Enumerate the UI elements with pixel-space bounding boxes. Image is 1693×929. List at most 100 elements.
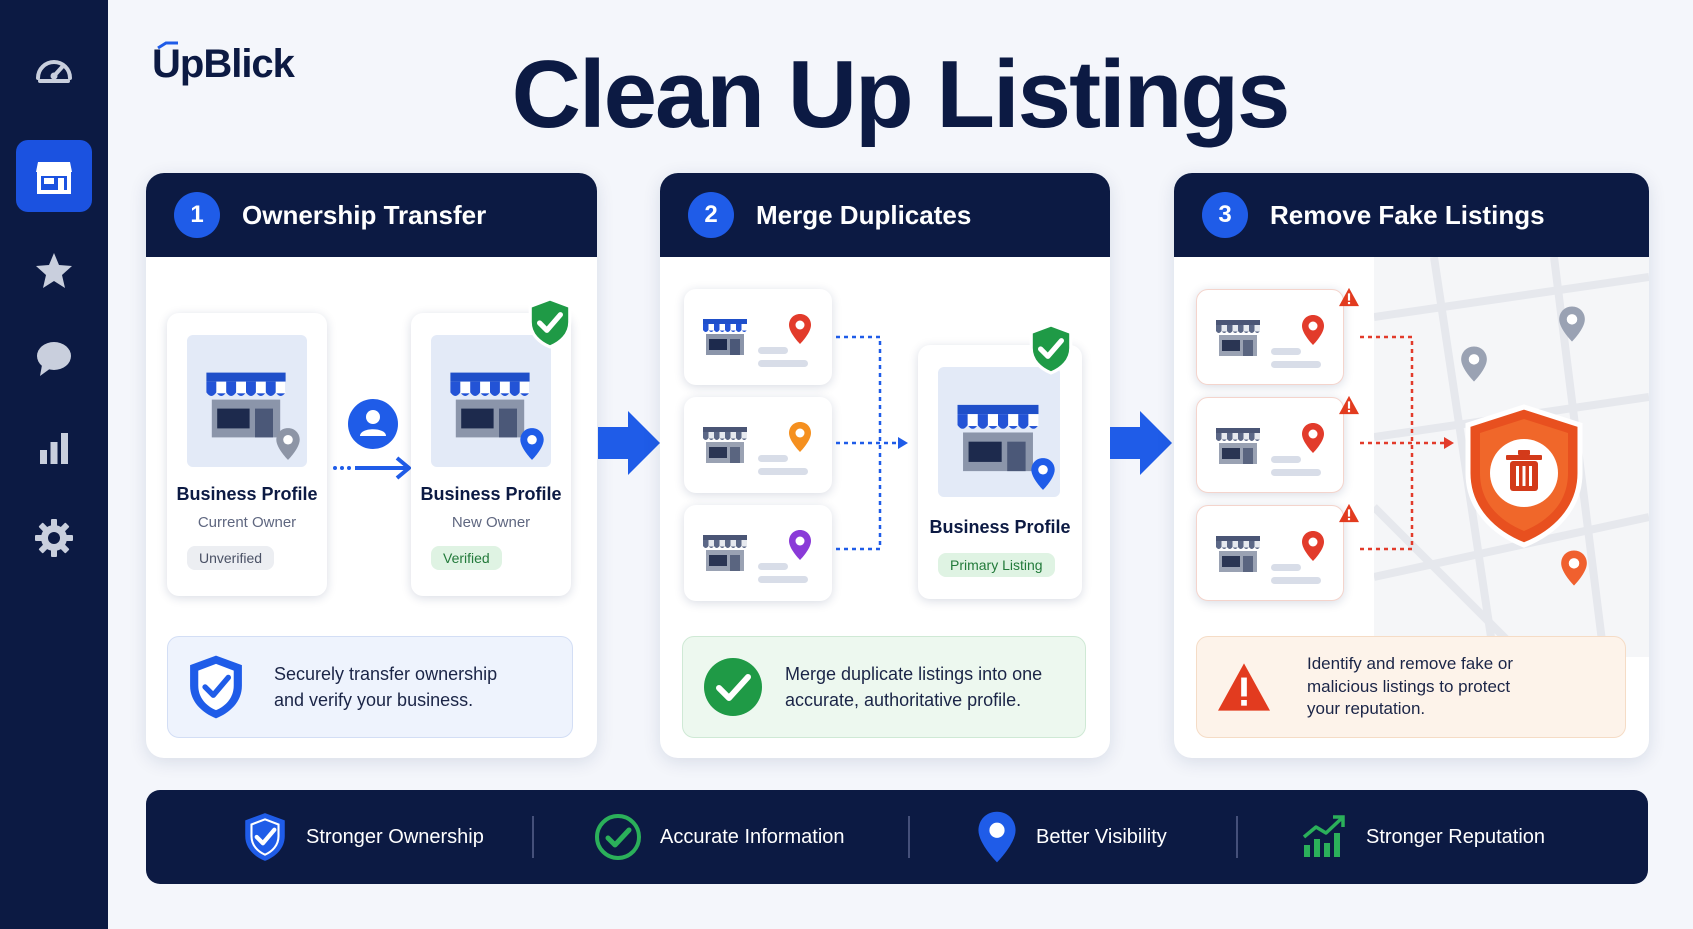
location-pin-icon: [976, 810, 1018, 864]
divider: [908, 816, 910, 858]
location-pin-icon: [1301, 530, 1325, 562]
benefit-label: Accurate Information: [660, 825, 845, 848]
primary-listing-card[interactable]: Business Profile Primary Listing: [918, 345, 1082, 599]
benefit-accurate-information: Accurate Information: [594, 790, 845, 884]
step-number: 3: [1202, 192, 1248, 238]
placeholder-line: [1271, 456, 1301, 463]
storefront-icon: [1213, 316, 1263, 360]
storefront-icon: [36, 162, 72, 194]
benefit-stronger-reputation: Stronger Reputation: [1300, 790, 1545, 884]
dashboard-gauge-icon: [36, 60, 72, 83]
panel-header: 3 Remove Fake Listings: [1174, 173, 1649, 257]
status-badge: Unverified: [187, 546, 275, 570]
merge-connector-lines: [836, 335, 908, 551]
current-owner-card[interactable]: Business Profile Current Owner Unverifie…: [167, 313, 327, 596]
fake-listing-info-text: Identify and remove fake or malicious li…: [1307, 653, 1514, 719]
duplicate-listing-card[interactable]: [684, 505, 832, 601]
duplicate-listing-card[interactable]: [684, 289, 832, 385]
owner-role: Current Owner: [197, 514, 297, 531]
brand-logo[interactable]: UpBlick: [152, 41, 295, 87]
fake-listing-card[interactable]: [1196, 505, 1344, 601]
panel-title: Ownership Transfer: [242, 199, 487, 230]
ownership-transfer-panel: 1 Ownership Transfer Business Profile Cu…: [146, 173, 597, 758]
location-pin-icon: [788, 529, 812, 561]
remove-fake-listings-panel: 3 Remove Fake Listings: [1174, 173, 1649, 758]
merge-info-text: Merge duplicate listings into one accura…: [785, 663, 1043, 710]
placeholder-line: [758, 468, 808, 475]
sidebar-item-settings[interactable]: [16, 502, 92, 574]
panel-header: 1 Ownership Transfer: [146, 173, 597, 257]
location-pin-icon: [788, 421, 812, 453]
storefront-icon: [1213, 424, 1263, 468]
panel-header: 2 Merge Duplicates: [660, 173, 1110, 257]
transfer-arrow-icon: [333, 399, 411, 480]
sidebar-item-reviews[interactable]: [16, 234, 92, 306]
profile-name: Business Profile: [929, 517, 1071, 537]
storefront-icon: [700, 315, 750, 359]
next-step-arrow-icon: [1110, 411, 1172, 475]
fake-listing-info-box: Identify and remove fake or malicious li…: [1196, 636, 1626, 738]
new-owner-card[interactable]: Business Profile New Owner Verified: [411, 313, 571, 596]
business-image: [431, 335, 551, 467]
warning-icon: [1338, 287, 1360, 307]
status-badge: Verified: [431, 546, 502, 570]
fake-listing-card[interactable]: [1196, 397, 1344, 493]
bar-chart-icon: [40, 433, 68, 464]
growth-chart-icon: [1302, 815, 1345, 857]
verified-shield-icon: [1028, 323, 1074, 375]
warning-icon: [1338, 503, 1360, 523]
sidebar-item-listings[interactable]: [16, 140, 92, 212]
benefit-better-visibility: Better Visibility: [976, 790, 1167, 884]
location-pin-icon: [519, 427, 545, 461]
chat-bubble-icon: [37, 342, 71, 376]
placeholder-line: [758, 563, 788, 570]
location-pin-icon: [1030, 457, 1056, 491]
placeholder-line: [758, 455, 788, 462]
storefront-icon: [1213, 532, 1263, 576]
star-icon: [36, 253, 72, 288]
next-step-arrow-icon: [598, 411, 660, 475]
fake-listing-card[interactable]: [1196, 289, 1344, 385]
panel-title: Remove Fake Listings: [1270, 199, 1545, 230]
removal-connector-lines: [1360, 335, 1454, 551]
sidebar-item-analytics[interactable]: [16, 412, 92, 484]
step-number: 2: [688, 192, 734, 238]
logo-accent-icon: [157, 41, 178, 50]
divider: [532, 816, 534, 858]
trash-shield-icon[interactable]: [1462, 403, 1586, 549]
merge-duplicates-panel: 2 Merge Duplicates Business Profile Prim…: [660, 173, 1110, 758]
placeholder-line: [1271, 361, 1321, 368]
merge-info-box: Merge duplicate listings into one accura…: [682, 636, 1086, 738]
location-pin-icon: [788, 313, 812, 345]
ownership-info-box: Securely transfer ownership and verify y…: [167, 636, 573, 738]
storefront-icon: [700, 423, 750, 467]
placeholder-line: [1271, 564, 1301, 571]
gear-icon: [35, 519, 73, 557]
placeholder-line: [758, 360, 808, 367]
benefit-label: Better Visibility: [1036, 825, 1167, 848]
warning-icon: [1338, 395, 1360, 415]
placeholder-line: [1271, 348, 1301, 355]
profile-name: Business Profile: [420, 484, 562, 504]
ownership-info-text: Securely transfer ownership and verify y…: [274, 663, 498, 710]
shield-check-icon: [190, 655, 242, 719]
placeholder-line: [758, 347, 788, 354]
benefit-label: Stronger Reputation: [1366, 825, 1546, 848]
sidebar-item-messages[interactable]: [16, 322, 92, 394]
location-pin-icon: [275, 427, 301, 461]
divider: [1236, 816, 1238, 858]
check-circle-icon: [595, 814, 641, 860]
verified-shield-icon: [527, 297, 573, 349]
duplicate-listing-card[interactable]: [684, 397, 832, 493]
sidebar-item-dashboard[interactable]: [16, 34, 92, 106]
benefit-stronger-ownership: Stronger Ownership: [242, 790, 484, 884]
placeholder-line: [1271, 469, 1321, 476]
benefit-label: Stronger Ownership: [306, 825, 484, 848]
placeholder-line: [1271, 577, 1321, 584]
page-title: Clean Up Listings: [511, 41, 1291, 148]
warning-icon: [1215, 661, 1273, 713]
location-pin-icon: [1301, 314, 1325, 346]
location-pin-icon: [1301, 422, 1325, 454]
business-image: [187, 335, 307, 467]
brand-name: UpBlick: [152, 42, 295, 86]
